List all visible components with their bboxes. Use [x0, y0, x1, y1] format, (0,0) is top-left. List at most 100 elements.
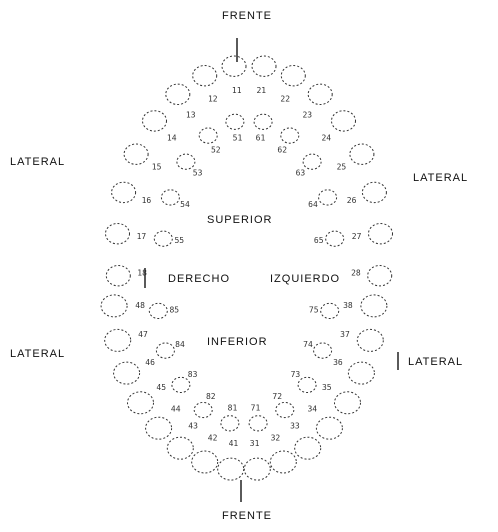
- tooth-33[interactable]: [295, 437, 321, 459]
- tooth-73[interactable]: [298, 377, 316, 392]
- tooth-52[interactable]: [199, 128, 217, 143]
- tooth-17[interactable]: [106, 224, 130, 244]
- tooth-number-18: 18: [137, 268, 147, 277]
- tooth-number-46: 46: [145, 358, 155, 367]
- tooth-44[interactable]: [146, 417, 172, 439]
- tooth-number-28: 28: [351, 268, 361, 277]
- lower-jaw-label: INFERIOR: [207, 336, 268, 348]
- bottom-front-label: FRENTE: [222, 510, 272, 522]
- tooth-75[interactable]: [321, 303, 339, 318]
- tooth-32[interactable]: [270, 451, 296, 473]
- tooth-number-65: 65: [314, 236, 324, 245]
- tooth-22[interactable]: [281, 66, 305, 86]
- tooth-34[interactable]: [316, 417, 342, 439]
- lower-left-lateral-label: LATERAL: [10, 348, 65, 360]
- tooth-84[interactable]: [156, 343, 174, 358]
- tooth-14[interactable]: [143, 111, 167, 131]
- tooth-47[interactable]: [105, 329, 131, 351]
- tooth-15[interactable]: [124, 144, 148, 164]
- tooth-number-16: 16: [142, 196, 152, 205]
- tooth-43[interactable]: [167, 437, 193, 459]
- tooth-number-84: 84: [175, 340, 185, 349]
- tooth-number-36: 36: [333, 358, 343, 367]
- right-side-label: DERECHO: [168, 273, 230, 285]
- tooth-number-61: 61: [256, 134, 266, 143]
- tooth-11[interactable]: [222, 56, 246, 76]
- tooth-31[interactable]: [244, 458, 270, 480]
- tooth-number-35: 35: [322, 383, 332, 392]
- tooth-37[interactable]: [357, 329, 383, 351]
- tooth-36[interactable]: [348, 362, 374, 384]
- tooth-number-24: 24: [321, 134, 331, 143]
- tooth-28[interactable]: [368, 266, 392, 286]
- tooth-81[interactable]: [221, 416, 239, 431]
- tooth-number-14: 14: [167, 134, 177, 143]
- tooth-55[interactable]: [154, 231, 172, 246]
- tooth-number-52: 52: [211, 146, 221, 155]
- tooth-number-23: 23: [302, 111, 312, 120]
- tooth-12[interactable]: [193, 66, 217, 86]
- tooth-number-44: 44: [171, 405, 181, 414]
- tooth-53[interactable]: [177, 154, 195, 169]
- tooth-18[interactable]: [106, 266, 130, 286]
- tooth-74[interactable]: [314, 343, 332, 358]
- tooth-35[interactable]: [335, 392, 361, 414]
- tooth-54[interactable]: [161, 190, 179, 205]
- tooth-51[interactable]: [226, 114, 244, 129]
- tooth-number-37: 37: [340, 330, 350, 339]
- tooth-number-73: 73: [291, 370, 301, 379]
- upper-left-lateral-label: LATERAL: [10, 156, 65, 168]
- tooth-64[interactable]: [319, 190, 337, 205]
- tooth-number-26: 26: [347, 196, 357, 205]
- tooth-45[interactable]: [128, 392, 154, 414]
- tooth-16[interactable]: [112, 182, 136, 202]
- tooth-72[interactable]: [276, 402, 294, 417]
- tooth-42[interactable]: [192, 451, 218, 473]
- left-side-label: IZQUIERDO: [270, 273, 340, 285]
- tooth-number-81: 81: [228, 404, 238, 413]
- tooth-number-15: 15: [152, 163, 162, 172]
- tooth-number-38: 38: [343, 301, 353, 310]
- tooth-26[interactable]: [362, 182, 386, 202]
- lower-right-lateral-label: LATERAL: [408, 356, 463, 368]
- tooth-number-71: 71: [251, 404, 261, 413]
- tooth-number-22: 22: [280, 94, 290, 103]
- tooth-62[interactable]: [281, 128, 299, 143]
- tooth-27[interactable]: [369, 224, 393, 244]
- tooth-number-12: 12: [208, 94, 218, 103]
- tooth-71[interactable]: [249, 416, 267, 431]
- tooth-number-21: 21: [256, 86, 266, 95]
- tooth-number-62: 62: [277, 146, 287, 155]
- tooth-13[interactable]: [166, 84, 190, 104]
- tooth-41[interactable]: [218, 458, 244, 480]
- tooth-24[interactable]: [332, 111, 356, 131]
- tooth-number-63: 63: [296, 169, 306, 178]
- tooth-number-43: 43: [188, 422, 198, 431]
- tooth-61[interactable]: [254, 114, 272, 129]
- tooth-48[interactable]: [101, 295, 127, 317]
- tooth-number-48: 48: [135, 301, 145, 310]
- tooth-number-34: 34: [307, 405, 317, 414]
- tooth-25[interactable]: [350, 144, 374, 164]
- upper-jaw-label: SUPERIOR: [207, 214, 272, 226]
- tooth-23[interactable]: [308, 84, 332, 104]
- tooth-65[interactable]: [326, 231, 344, 246]
- tooth-number-25: 25: [337, 163, 347, 172]
- tooth-number-54: 54: [180, 200, 190, 209]
- tooth-number-85: 85: [169, 306, 179, 315]
- tooth-46[interactable]: [114, 362, 140, 384]
- tooth-82[interactable]: [194, 402, 212, 417]
- tooth-number-17: 17: [137, 232, 147, 241]
- tooth-85[interactable]: [149, 303, 167, 318]
- upper-right-lateral-label: LATERAL: [413, 172, 468, 184]
- tooth-38[interactable]: [361, 295, 387, 317]
- tooth-63[interactable]: [303, 154, 321, 169]
- tooth-number-11: 11: [232, 86, 242, 95]
- tooth-number-13: 13: [186, 111, 196, 120]
- tooth-number-42: 42: [208, 433, 218, 442]
- tooth-21[interactable]: [252, 56, 276, 76]
- tooth-number-64: 64: [308, 200, 318, 209]
- tooth-83[interactable]: [172, 377, 190, 392]
